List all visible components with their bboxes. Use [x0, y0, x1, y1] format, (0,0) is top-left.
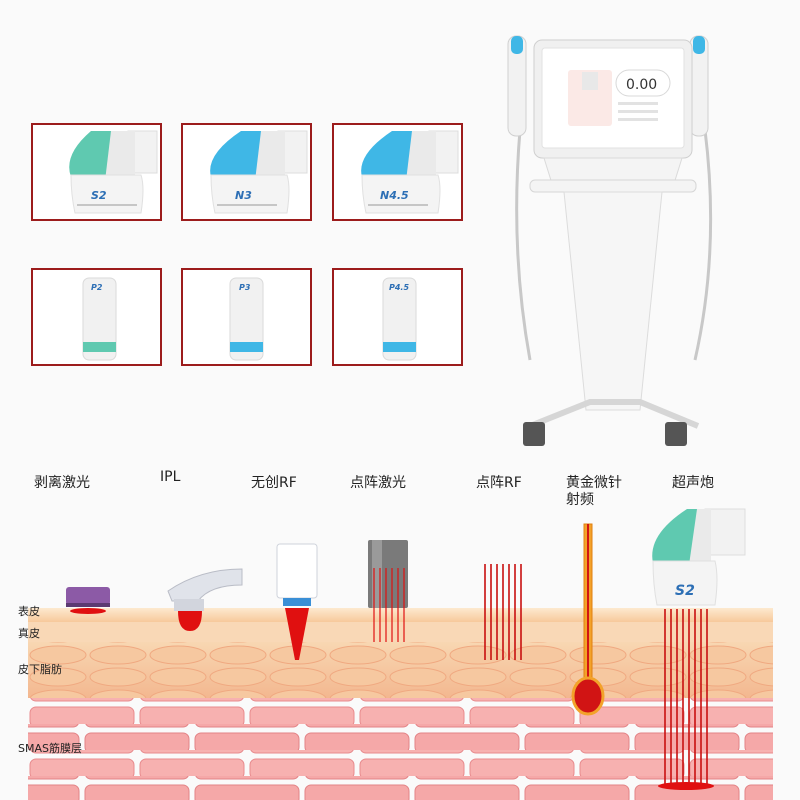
cartridge-code: N3 — [235, 189, 252, 202]
technique-ablative-laser-label: 剥离激光 — [34, 475, 90, 491]
cartridge-code: N4.5 — [380, 189, 409, 202]
cartridge-n3-frame: N3 — [181, 123, 312, 221]
technique-hifu-label: 超声炮 — [672, 475, 714, 491]
layer-smas-label: SMAS筋膜层 — [18, 742, 82, 755]
machine-display-value: 0.00 — [626, 77, 657, 93]
pen-p2-image: P2 — [82, 277, 117, 361]
cartridge-s2-frame: S2 — [31, 123, 162, 221]
layer-dermis-label: 真皮 — [18, 627, 40, 640]
technique-ipl-label: IPL — [160, 469, 181, 485]
cartridge-code: S2 — [91, 189, 107, 202]
fractional-rf-needles — [484, 564, 522, 660]
cartridge-n3-image: N3 — [210, 130, 308, 214]
technique-gold-microneedle-label-line2: 射频 — [566, 492, 594, 508]
layer-fat-label: 皮下脂肪 — [18, 663, 62, 676]
skin-cross-section — [28, 608, 773, 800]
pen-p3-image: P3 — [229, 277, 264, 361]
technique-gold-microneedle-label-line1: 黄金微针 — [566, 475, 622, 491]
technique-noninvasive-rf-label: 无创RF — [251, 475, 297, 491]
pen-code: P4.5 — [389, 283, 409, 292]
ablative-laser-device — [66, 587, 110, 614]
gold-microneedle-probe — [571, 523, 605, 716]
pen-p3-frame: P3 — [181, 268, 312, 366]
pen-code: P2 — [91, 283, 103, 292]
pen-p45-image: P4.5 — [382, 277, 417, 361]
cartridge-n45-image: N4.5 — [361, 130, 459, 214]
cartridge-n45-frame: N4.5 — [332, 123, 463, 221]
technique-fractional-rf-label: 点阵RF — [476, 475, 522, 491]
pen-code: P3 — [239, 283, 251, 292]
hifu-code: S2 — [675, 583, 695, 599]
hifu-transducer: S2 — [652, 508, 746, 790]
layer-epidermis-label: 表皮 — [18, 605, 40, 618]
fractional-laser-device — [368, 540, 408, 642]
machine-illustration: 0.00 — [507, 35, 713, 446]
noninvasive-rf-device — [276, 543, 318, 660]
ipl-device — [167, 568, 243, 631]
pen-p2-frame: P2 — [31, 268, 162, 366]
cartridge-s2-image: S2 — [69, 130, 158, 214]
smas-layer — [28, 698, 773, 724]
technique-fractional-laser-label: 点阵激光 — [350, 475, 406, 491]
pen-p45-frame: P4.5 — [332, 268, 463, 366]
